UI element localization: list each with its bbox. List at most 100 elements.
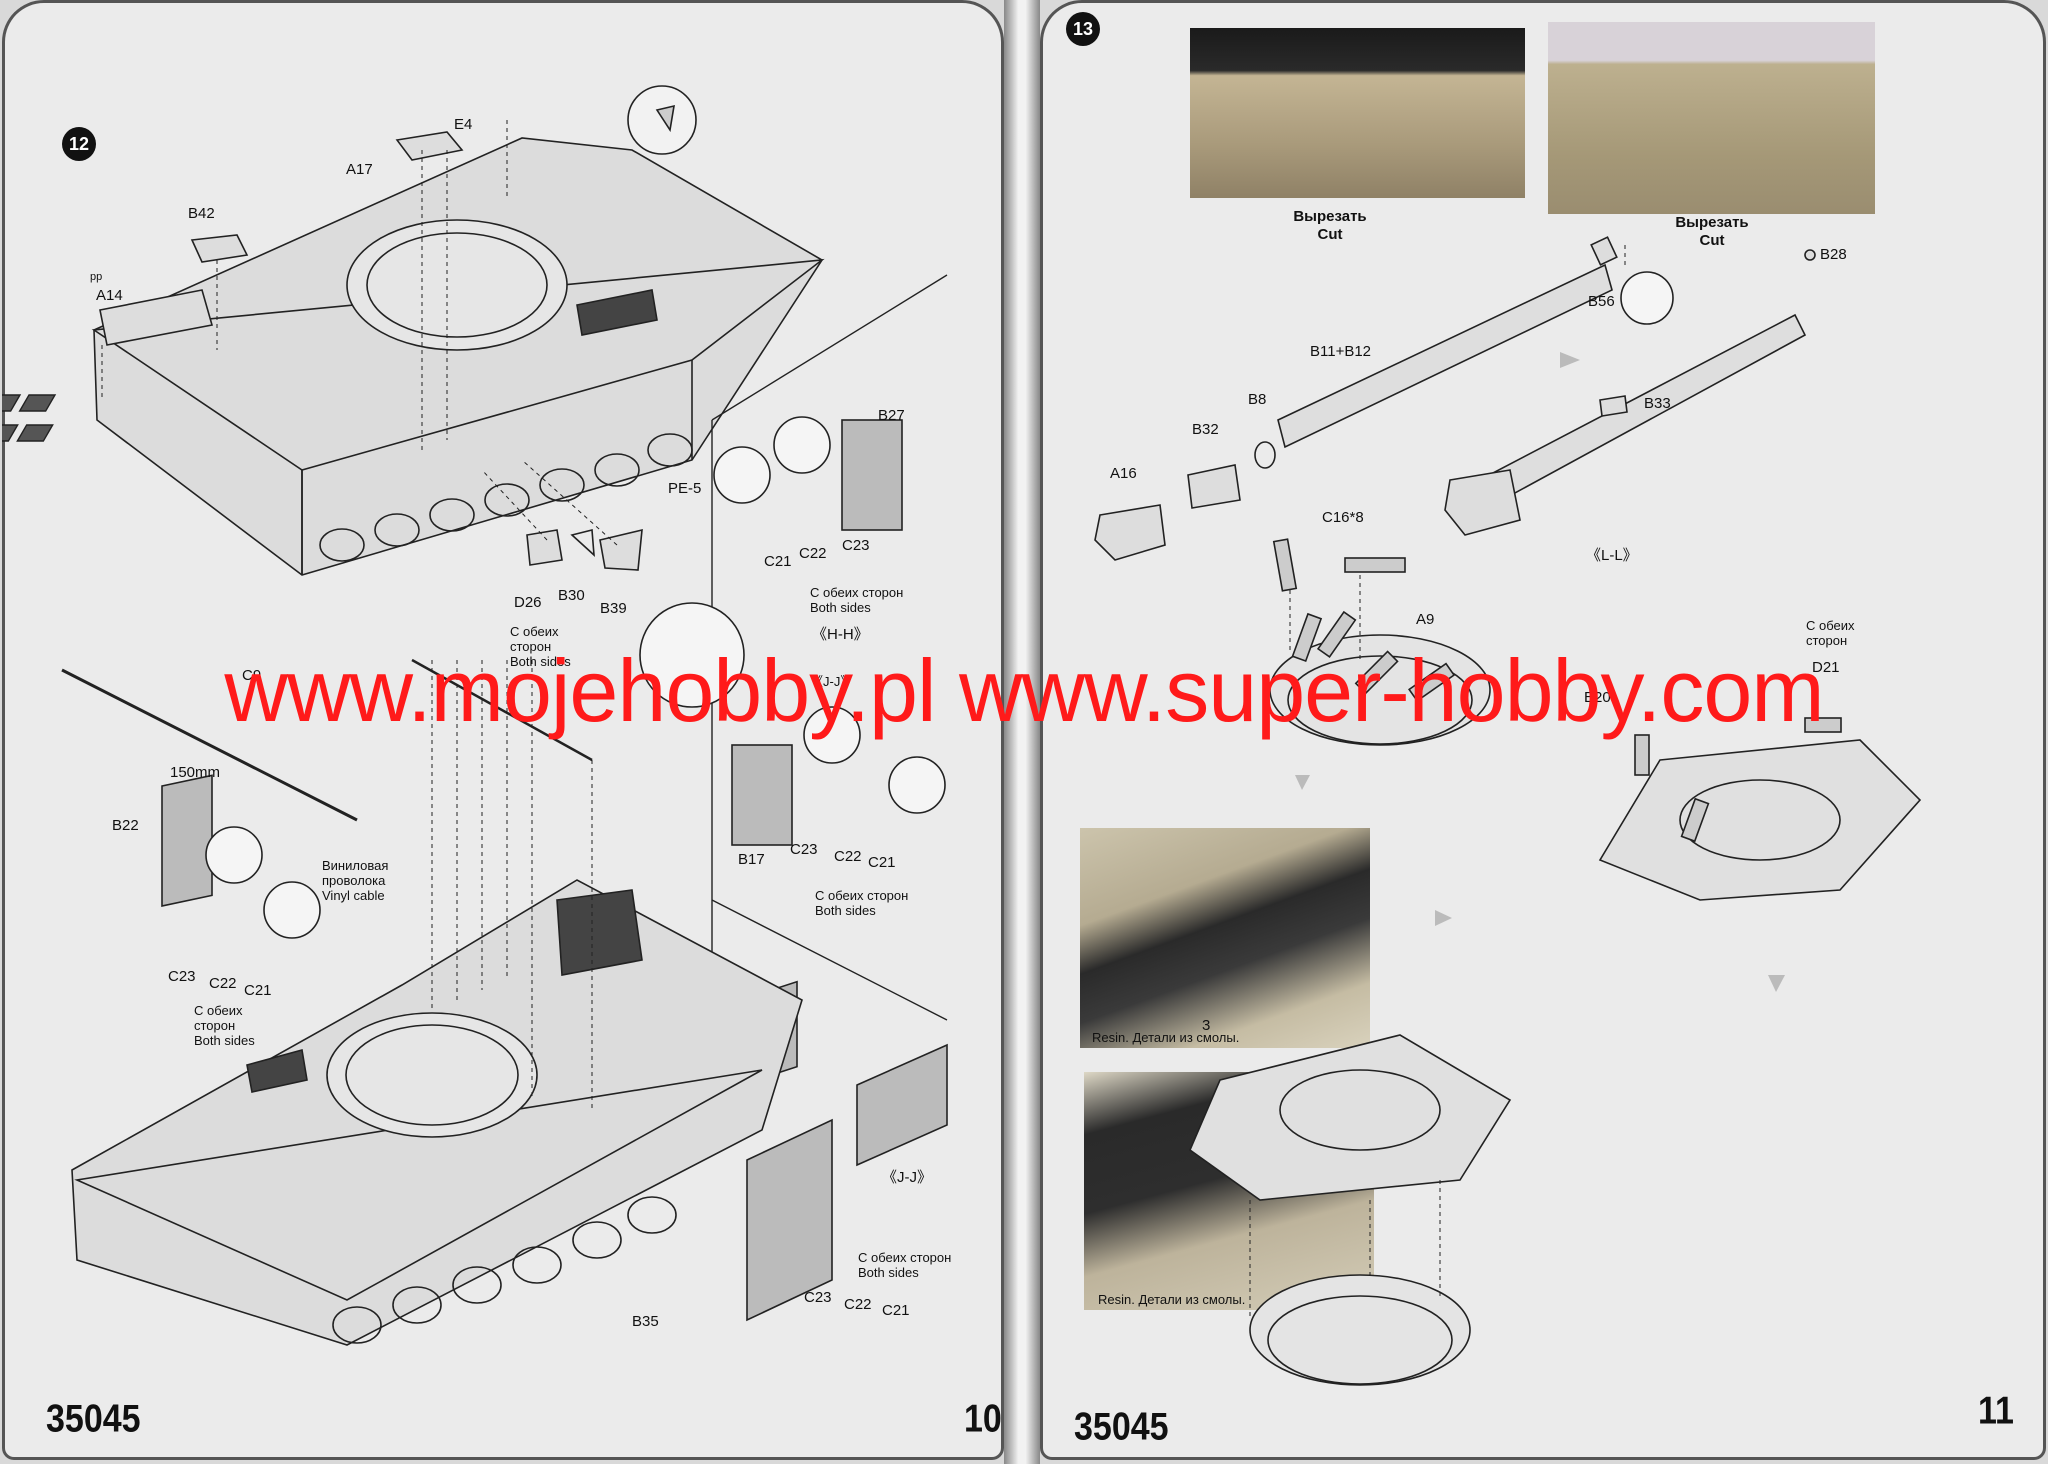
barrel-b11-b12-drawing	[1277, 263, 1613, 449]
note-text: Vinyl cable	[322, 888, 385, 903]
label-ll: 《L-L》	[1586, 547, 1638, 564]
e4-detail-callout	[627, 85, 697, 155]
note-text: С обеих	[510, 624, 559, 639]
page-gutter	[1004, 0, 1040, 1464]
label-b11-b12: B11+B12	[1310, 343, 1372, 360]
label-c21-d: C21	[882, 1302, 910, 1319]
turret-ring-lower	[326, 1012, 538, 1138]
label-b20: B20	[1584, 689, 1611, 706]
skirt-b27-drawing	[841, 419, 903, 531]
label-b30: B30	[558, 587, 585, 604]
right-page-drawing	[1094, 236, 1922, 1386]
part-a14-drawing	[99, 289, 214, 346]
turret-floor-drawing	[1598, 739, 1922, 901]
label-b56: B56	[1588, 293, 1615, 310]
label-a17: A17	[346, 161, 373, 178]
label-b8: B8	[1248, 391, 1267, 408]
right-instruction-page: 13 Вырезать Cut Вырезать Cut Resin. Дета…	[1040, 0, 2046, 1460]
flow-arrow	[1560, 352, 1580, 368]
photo-cut-hull-left	[1190, 28, 1525, 198]
b28-detail-callout	[1620, 271, 1674, 325]
label-b35: B35	[632, 1313, 659, 1330]
step-12-badge: 12	[62, 127, 96, 161]
label-b22: B22	[112, 817, 139, 834]
photo-resin-parts-1	[1080, 828, 1370, 1048]
label-a14: A14	[96, 287, 123, 304]
note-text: сторон	[1806, 633, 1848, 648]
note-both-sides-5: С обеих сторон Both sides	[858, 1250, 951, 1280]
label-b27: B27	[878, 407, 905, 424]
label-pe5: PE-5	[668, 480, 702, 497]
part-b32-drawing	[1187, 464, 1241, 509]
label-jj-small: 《J-J》	[810, 674, 854, 689]
label-b42: B42	[188, 205, 215, 222]
note-both-sides-right: С обеих сторон	[1806, 618, 1855, 648]
cut-caption-en: Cut	[1699, 232, 1725, 249]
note-text: С обеих сторон	[810, 585, 904, 600]
left-page-drawing	[2, 85, 948, 1346]
label-pp: pp	[90, 271, 103, 283]
note-text: Both sides	[194, 1033, 255, 1048]
note-text: сторон	[194, 1018, 236, 1033]
page-number-left: 10	[964, 1397, 1002, 1441]
note-both-sides-4: С обеих сторон Both sides	[815, 888, 908, 918]
part-c16-drawing	[1272, 538, 1298, 592]
label-c9: C9	[242, 667, 262, 684]
label-c23-b: C23	[168, 968, 196, 985]
note-both-sides-2: С обеих сторон Both sides	[510, 624, 571, 669]
note-text: сторон	[510, 639, 552, 654]
part-b42-drawing	[190, 234, 249, 263]
flow-arrow	[1295, 775, 1310, 790]
flow-arrow	[1768, 975, 1785, 992]
step-13-badge: 13	[1066, 12, 1100, 46]
label-c22-c: C22	[834, 848, 862, 865]
page-number-right: 11	[1978, 1389, 2014, 1433]
note-text: С обеих	[1806, 618, 1855, 633]
label-c23-d: C23	[804, 1289, 832, 1306]
turret-ring-upper	[346, 219, 568, 351]
label-b33: B33	[1644, 395, 1671, 412]
c9-rail-drawing	[61, 668, 358, 822]
label-b32: B32	[1192, 421, 1219, 438]
label-c22-d: C22	[844, 1296, 872, 1313]
part-a9-drawing	[1269, 634, 1491, 746]
label-e4: E4	[454, 116, 473, 133]
label-d21: D21	[1812, 659, 1840, 676]
label-c16x8: C16*8	[1322, 509, 1364, 526]
label-c21-b: C21	[244, 982, 272, 999]
resin-caption-1: Resin. Детали из смолы.	[1092, 1030, 1240, 1045]
label-a9: A9	[1416, 611, 1435, 628]
cut-caption-ru: Вырезать	[1675, 214, 1749, 231]
hh-detail-callout	[639, 602, 745, 708]
part-a16-drawing	[1094, 504, 1166, 561]
note-text: Both sides	[858, 1265, 919, 1280]
label-c22-b: C22	[209, 975, 237, 992]
cut-caption-en: Cut	[1317, 226, 1343, 243]
label-c23-a: C23	[842, 537, 870, 554]
note-text: проволока	[322, 873, 386, 888]
label-c21-a: C21	[764, 553, 792, 570]
label-3: 3	[1202, 1017, 1211, 1034]
watermark-text: www.mojehobby.pl www.super-hobby.com	[224, 641, 1824, 740]
photo-cut-hull-right	[1548, 22, 1875, 214]
assembled-gun-drawing	[1469, 313, 1807, 514]
resin-caption-2: Resin. Детали из смолы.	[1098, 1292, 1246, 1307]
note-text: Both sides	[815, 903, 876, 918]
note-text: Виниловая	[322, 858, 389, 873]
note-both-sides-1: С обеих сторон Both sides	[810, 585, 903, 615]
label-a16: A16	[1110, 465, 1137, 482]
label-c23-c: C23	[790, 841, 818, 858]
note-text: С обеих сторон	[815, 888, 909, 903]
note-both-sides-3: С обеих сторон Both sides	[194, 1003, 255, 1048]
note-text: С обеих	[194, 1003, 243, 1018]
label-c21-c: C21	[868, 854, 896, 871]
part-a17-drawing	[395, 131, 464, 161]
label-c22-a: C22	[799, 545, 827, 562]
note-text: Both sides	[810, 600, 871, 615]
flow-arrow	[1435, 910, 1452, 926]
kit-code-left: 35045	[46, 1397, 141, 1441]
label-d26: D26	[514, 594, 542, 611]
label-jj: 《J-J》	[882, 1169, 932, 1186]
skirt-jj-drawing	[746, 1118, 833, 1322]
cut-caption-left: Вырезать Cut	[1280, 208, 1380, 244]
